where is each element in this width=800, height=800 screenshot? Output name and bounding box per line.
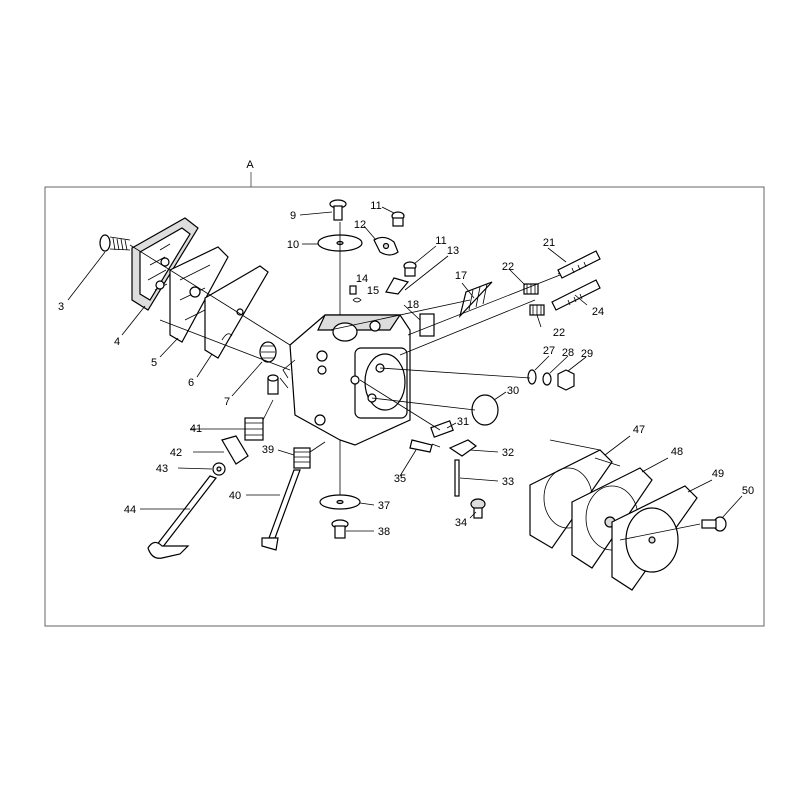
part-plug-7 (259, 341, 277, 363)
part-spring-22a (523, 283, 539, 295)
callout-label: 4 (114, 336, 120, 348)
assembly-lines (129, 222, 701, 541)
callout-label: 34 (455, 517, 467, 529)
part-nut-29 (557, 369, 575, 391)
part-screw-38 (331, 519, 349, 539)
callout-label: 10 (287, 239, 299, 251)
part-cover-4 (131, 217, 199, 311)
callout-label: 33 (502, 476, 514, 488)
part-needle-21 (557, 250, 601, 279)
part-clip-27 (527, 369, 537, 385)
part-bolt-11a (391, 211, 405, 227)
callout-label: 17 (455, 270, 467, 282)
part-lever-13 (385, 277, 410, 295)
part-spring-41 (244, 399, 274, 441)
callout-label: 6 (188, 377, 194, 389)
callout-label: 37 (378, 500, 390, 512)
frame-label: A (246, 159, 254, 171)
callout-leaders (67, 206, 743, 532)
part-washer-37 (319, 494, 361, 510)
part-washer-28 (542, 372, 552, 386)
callout-label: 3 (58, 301, 64, 313)
callout-label: 12 (354, 219, 366, 231)
part-pin-33 (454, 459, 460, 497)
part-pin-14 (349, 285, 357, 295)
part-spring-31 (430, 420, 454, 438)
diagram-frame: A (44, 159, 765, 627)
part-carburetor-body (279, 314, 411, 446)
part-screw-34 (470, 498, 486, 519)
callout-label: 31 (457, 416, 469, 428)
part-lever-12 (373, 236, 399, 256)
callout-label: 29 (581, 348, 593, 360)
callout-label: 22 (502, 261, 514, 273)
part-needle-24 (551, 279, 601, 311)
part-lever-42 (221, 435, 249, 465)
callout-label: 48 (671, 446, 683, 458)
callout-label: 11 (435, 235, 446, 247)
callout-label: 5 (151, 357, 157, 369)
callout-label: 40 (229, 490, 241, 502)
part-screw-3 (99, 234, 131, 252)
callout-label: 42 (170, 447, 182, 459)
callout-label: 44 (124, 504, 136, 516)
callout-label: 43 (156, 463, 168, 475)
callout-labels: 3 4 5 6 7 9 10 11 12 11 13 14 15 17 18 2… (58, 200, 754, 538)
part-clip-15 (352, 297, 362, 303)
part-needle-valve-35 (409, 439, 441, 453)
callout-label: 9 (290, 210, 296, 222)
callout-label: 7 (224, 396, 230, 408)
callout-label: 22 (553, 327, 565, 339)
callout-label: 21 (543, 237, 555, 249)
callout-label: 14 (356, 273, 368, 285)
callout-label: 11 (370, 200, 381, 212)
part-bolt-11b (403, 261, 417, 277)
callout-label: 35 (394, 473, 406, 485)
part-shaft-44 (147, 475, 217, 559)
part-spring-39 (293, 441, 326, 469)
callout-label: 15 (367, 285, 379, 297)
part-washer-43 (212, 462, 226, 476)
callout-label: 28 (562, 347, 574, 359)
callout-label: 38 (378, 526, 390, 538)
callout-label: 27 (543, 345, 555, 357)
callout-label: 50 (742, 485, 754, 497)
part-valve-fitting (267, 374, 279, 395)
callout-label: 49 (712, 468, 724, 480)
part-needle-17 (458, 281, 493, 319)
callout-label: 30 (507, 385, 519, 397)
part-shaft-40 (261, 469, 301, 551)
callout-label: 41 (190, 423, 202, 435)
callout-label: 13 (447, 245, 459, 257)
part-lever-32 (448, 439, 478, 457)
part-spring-22b (529, 304, 545, 316)
part-screw-9 (329, 199, 347, 221)
callout-label: 18 (407, 299, 419, 311)
part-spring-18 (419, 313, 435, 337)
part-cover-49 (611, 485, 698, 591)
part-screw-50 (701, 516, 727, 532)
callout-label: 32 (502, 447, 514, 459)
part-gasket-5 (169, 246, 229, 343)
callout-label: 24 (592, 306, 604, 318)
callout-label: 47 (633, 424, 645, 436)
callout-label: 39 (262, 444, 274, 456)
